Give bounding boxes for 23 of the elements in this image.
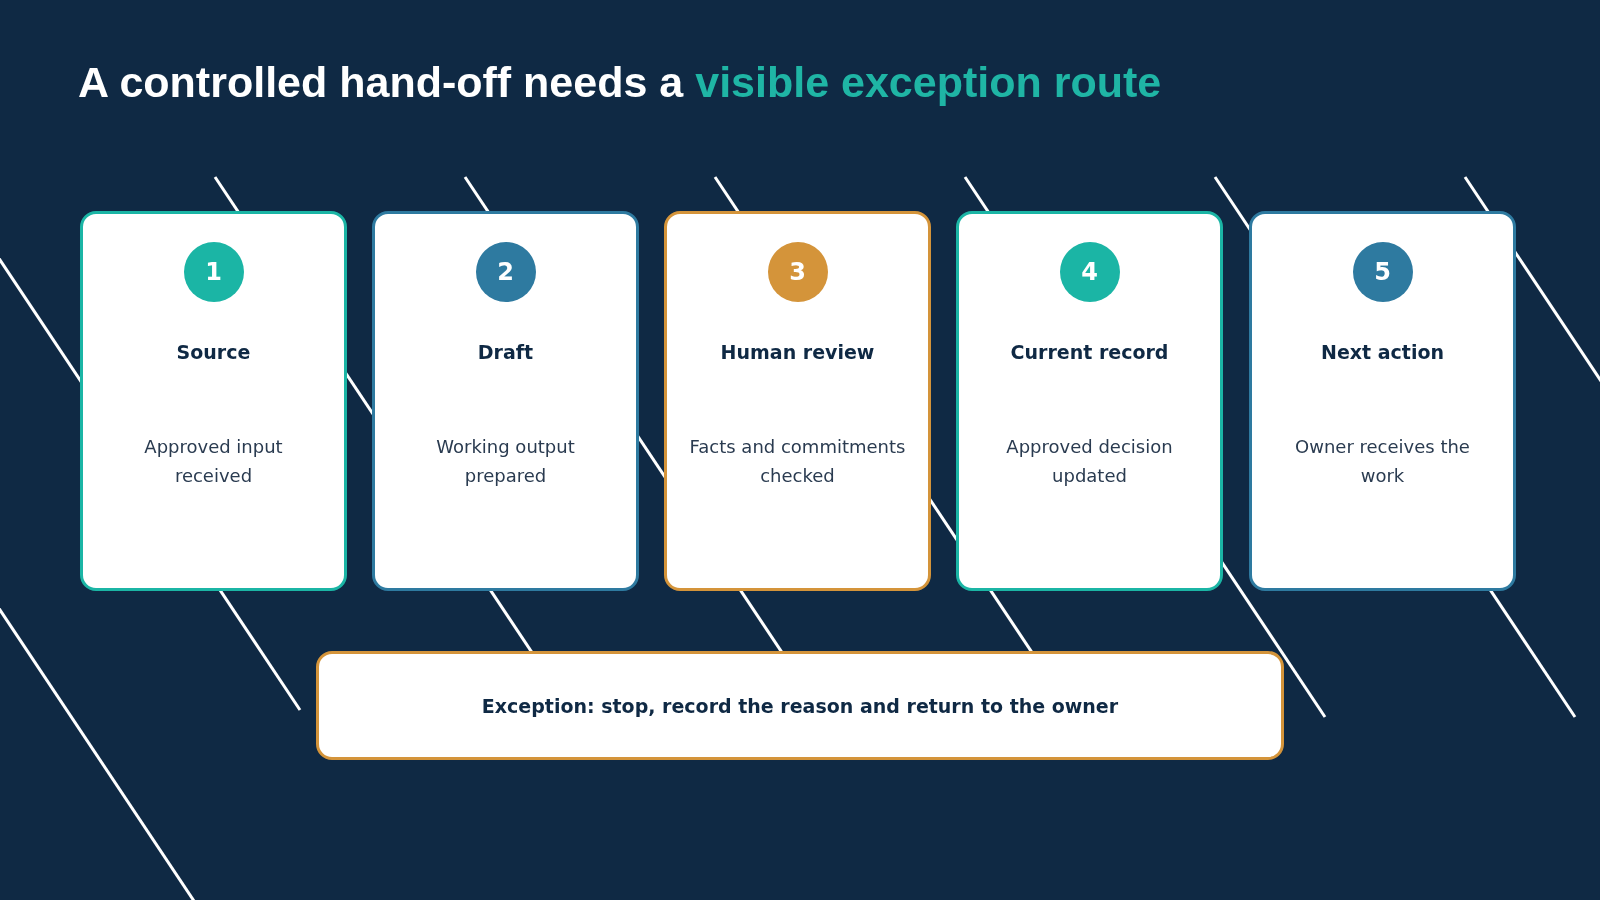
exception-text: Exception: stop, record the reason and return to the owner xyxy=(481,694,1119,717)
step-card xyxy=(80,211,347,591)
step-number-circle: 4 xyxy=(1059,242,1120,302)
step-number-circle: 1 xyxy=(183,242,244,302)
step-number-circle: 2 xyxy=(475,242,536,302)
step-description: Approved decision updated xyxy=(1005,435,1174,488)
title: A controlled hand-off needs a visible exception route xyxy=(78,58,1162,107)
step-heading: Source xyxy=(175,341,252,363)
step-card xyxy=(956,211,1223,591)
step-number-circle: 5 xyxy=(1352,242,1413,302)
step-heading: Draft xyxy=(476,341,535,363)
step-card xyxy=(1249,211,1516,591)
step-heading: Human review xyxy=(719,341,876,363)
step-heading: Next action xyxy=(1320,341,1445,363)
step-card xyxy=(372,211,639,591)
step-heading: Current record xyxy=(1009,341,1170,363)
step-number-circle: 3 xyxy=(767,242,828,302)
step-description: Approved input received xyxy=(143,435,284,488)
step-description: Facts and commitments checked xyxy=(688,435,907,488)
step-card xyxy=(664,211,931,591)
step-description: Owner receives the work xyxy=(1294,435,1471,488)
exception-box xyxy=(316,651,1284,760)
step-description: Working output prepared xyxy=(435,435,576,488)
